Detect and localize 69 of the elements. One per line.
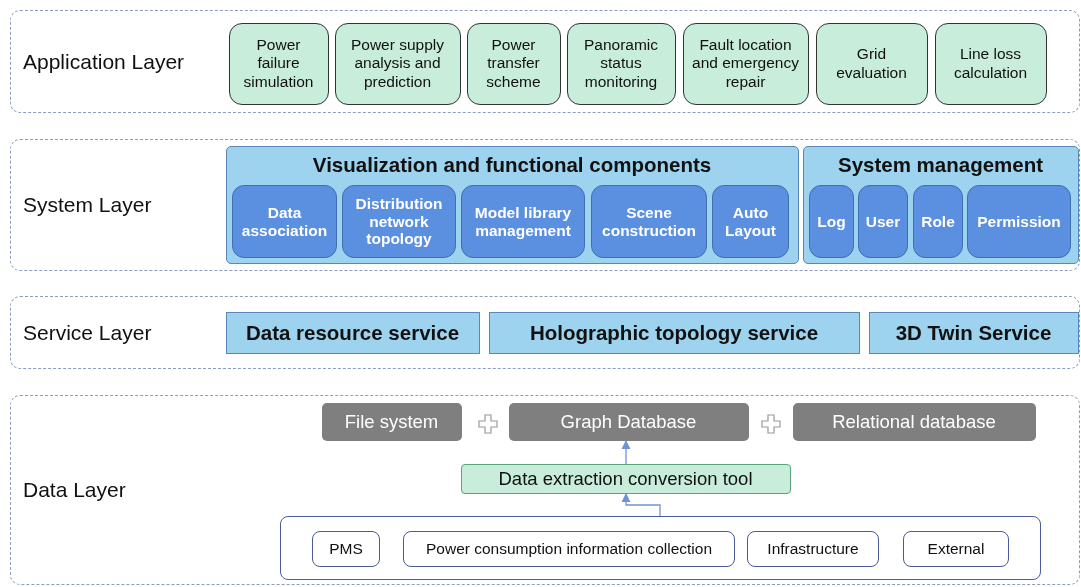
application-box [228, 22, 329, 105]
component-box [232, 185, 337, 258]
layer-title: System Layer [23, 193, 152, 217]
database-box [508, 402, 749, 441]
service-label: Data resource service [245, 320, 460, 345]
tool-label: Data extraction conversion tool [498, 467, 753, 490]
data-source-box [747, 531, 879, 567]
component-label: Role [921, 212, 955, 231]
application-box [815, 22, 928, 105]
arrow [621, 493, 661, 517]
group-title: System management [837, 152, 1044, 177]
data-source-box [403, 531, 735, 567]
component-box [967, 185, 1071, 258]
database-label: Graph Database [560, 410, 697, 433]
group-title: Visualization and functional components [312, 152, 712, 177]
component-box [591, 185, 707, 258]
application-label: Fault location and emergency repair [691, 35, 800, 92]
database-box [792, 402, 1036, 441]
application-box [466, 22, 561, 105]
application-box [566, 22, 676, 105]
component-box [913, 185, 963, 258]
data-source-container [279, 515, 1041, 580]
service-label: Holographic topology service [529, 320, 819, 345]
application-label: Power supply analysis and prediction [349, 35, 445, 92]
layer-title: Service Layer [23, 320, 152, 345]
source-label: Power consumption information collection [426, 540, 712, 558]
component-box [342, 185, 456, 258]
component-label: Scene construction [601, 203, 697, 240]
component-box [809, 185, 854, 258]
service-box [868, 311, 1079, 354]
layer-band [10, 395, 1080, 585]
application-box [334, 22, 461, 105]
layer-band [10, 10, 1080, 113]
service-box [225, 311, 480, 354]
component-box [858, 185, 908, 258]
application-label: Panoramic status monitoring [582, 35, 660, 92]
arrow [621, 440, 631, 465]
application-label: Grid evaluation [835, 44, 908, 83]
component-label: Model library management [473, 203, 573, 240]
component-box [712, 185, 789, 258]
component-label: Data association [240, 203, 329, 240]
source-label: Infrastructure [767, 540, 859, 558]
layer-title: Data Layer [23, 478, 126, 502]
component-label: Permission [977, 212, 1061, 231]
component-group-panel [225, 145, 799, 264]
component-label: User [865, 212, 901, 231]
component-label: Distribution network topology [354, 194, 444, 249]
data-source-box [903, 531, 1009, 567]
data-source-box [312, 531, 380, 567]
service-label: 3D Twin Service [895, 320, 1052, 345]
component-label: Auto Layout [724, 203, 777, 240]
layer-band [10, 296, 1080, 369]
layer-band [10, 139, 1080, 271]
application-box [682, 22, 809, 105]
database-label: File system [344, 410, 439, 433]
application-box [934, 22, 1047, 105]
tool-box [460, 463, 791, 494]
component-label: Log [817, 212, 846, 231]
source-label: External [927, 540, 985, 558]
database-label: Relational database [832, 410, 996, 433]
application-label: Power transfer scheme [485, 35, 542, 92]
application-label: Power failure simulation [242, 35, 315, 92]
database-box [321, 402, 462, 441]
service-box [488, 311, 860, 354]
component-group-panel [802, 145, 1079, 264]
source-label: PMS [329, 540, 363, 558]
application-label: Line loss calculation [952, 44, 1029, 83]
component-box [461, 185, 585, 258]
layer-title: Application Layer [23, 49, 185, 74]
